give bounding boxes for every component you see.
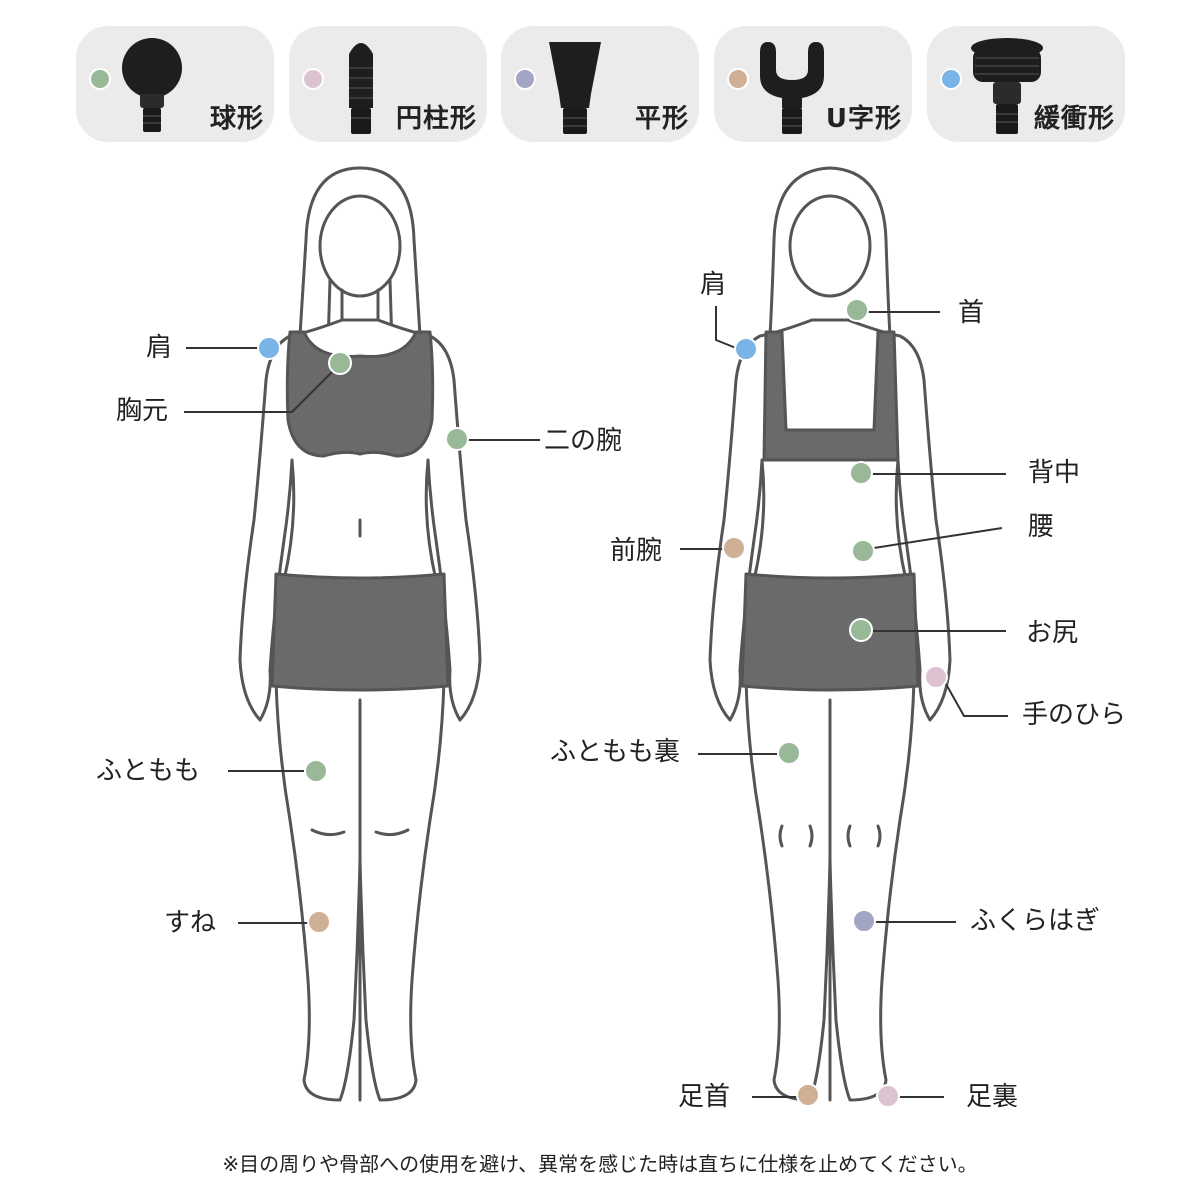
front-body-figure [238,166,482,1102]
flat-head-icon [549,42,601,134]
label-back-calf: ふくらはぎ [970,906,1101,936]
label-front-upper-arm: 二の腕 [544,426,623,456]
bullet-head-icon [349,43,373,134]
label-back-buttocks: お尻 [1026,618,1079,648]
legend-chip-bullet: 円柱形 [289,26,487,142]
label-front-shin: すね [164,908,217,938]
label-back-ankle: 足首 [678,1082,731,1112]
ball-head-icon [122,38,182,132]
label-back-upper-back: 背中 [1028,458,1081,488]
legend-chip-ball: 球形 [76,26,274,142]
label-back-sole: 足裏 [966,1082,1019,1112]
label-back-neck: 首 [958,298,985,328]
legend-label: 円柱形 [395,104,477,134]
back-body-figure [708,166,952,1102]
label-back-forearm: 前腕 [610,536,663,566]
legend-label: U字形 [825,104,902,134]
label-back-thigh-back: ふともも裏 [550,737,681,767]
label-front-thigh: ふともも [96,756,201,786]
legend-dot-blue [940,68,962,90]
legend-chip-fork: U字形 [714,26,912,142]
legend-chip-flat: 平形 [501,26,699,142]
attachment-legend: 球形 円柱形 平形 U字形 [0,0,1200,160]
legend-label: 緩衝形 [1033,104,1115,134]
usage-footnote: ※目の周りや骨部への使用を避け、異常を感じた時は直ちに仕様を止めてください。 [222,1152,978,1176]
label-front-chest: 胸元 [116,396,169,426]
label-back-lower-back: 腰 [1028,512,1055,542]
label-back-palm: 手のひら [1022,700,1127,730]
legend-chip-cushion: 緩衝形 [927,26,1125,142]
cushion-head-icon [971,38,1043,134]
fork-head-icon [760,42,824,134]
legend-dot-pink [302,68,324,90]
label-front-shoulder: 肩 [146,333,173,363]
legend-dot-tan [727,68,749,90]
label-back-shoulder: 肩 [700,270,727,300]
legend-label: 平形 [634,104,689,134]
legend-dot-green [89,68,111,90]
legend-dot-purple [514,68,536,90]
legend-label: 球形 [209,104,264,134]
